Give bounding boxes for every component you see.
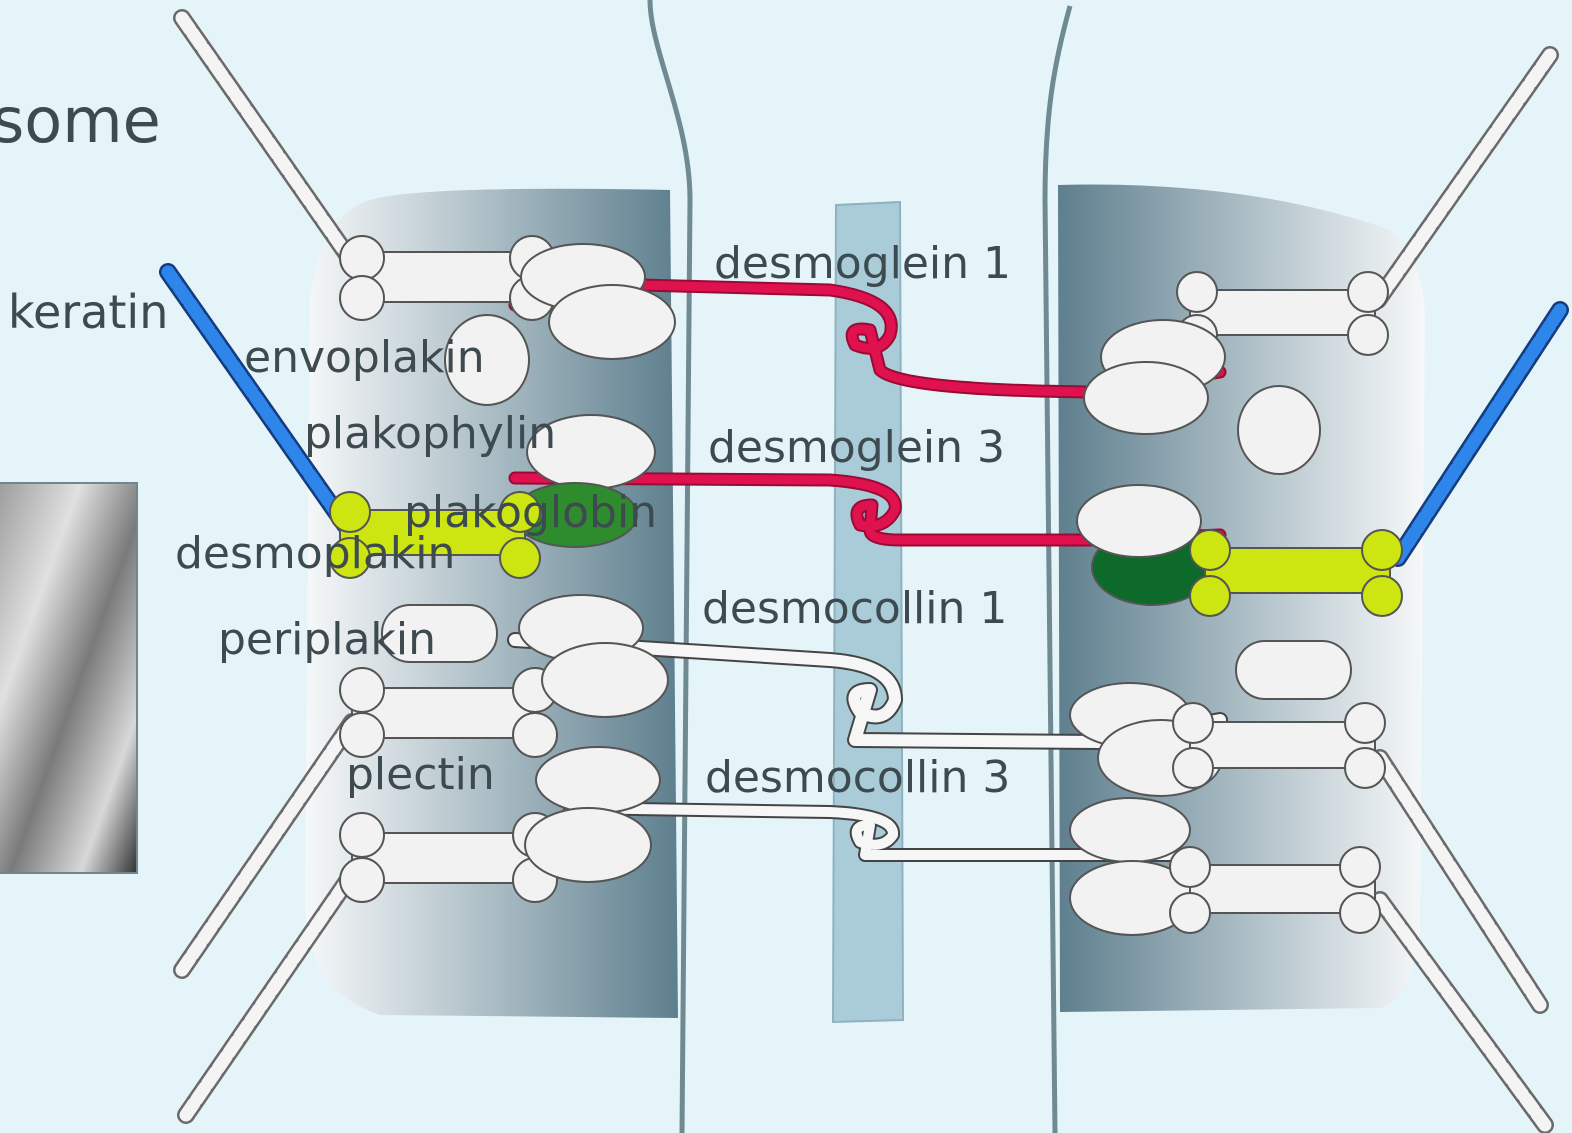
label-plectin: plectin [346, 749, 495, 800]
envoplakin-shape-right [1238, 386, 1320, 474]
desmosomal-ellipse-l2 [549, 285, 675, 359]
periplakin-shape-right [1236, 641, 1351, 699]
label-desmoglein-1: desmoglein 1 [714, 238, 1011, 289]
desmosomal-ellipse-r2 [1084, 362, 1208, 434]
label-periplakin: periplakin [218, 614, 436, 665]
label-envoplakin: envoplakin [244, 332, 485, 383]
desmosomal-ellipse-l5 [536, 747, 660, 813]
label-desmocollin-1: desmocollin 1 [702, 583, 1007, 634]
label-desmocollin-3: desmocollin 3 [705, 752, 1010, 803]
title-fragment: some [0, 84, 161, 157]
plakophilin-shape-right [1077, 485, 1201, 557]
micrograph-image [0, 483, 137, 873]
label-keratin: keratin [8, 285, 168, 339]
desmosomal-ellipse-l6 [525, 808, 651, 882]
desmosomal-ellipse-r5 [1070, 798, 1190, 862]
label-plakophylin: plakophylin [304, 408, 556, 459]
label-desmoplakin: desmoplakin [175, 528, 455, 579]
desmosomal-ellipse-l4 [542, 643, 668, 717]
label-desmoglein-3: desmoglein 3 [708, 422, 1005, 473]
